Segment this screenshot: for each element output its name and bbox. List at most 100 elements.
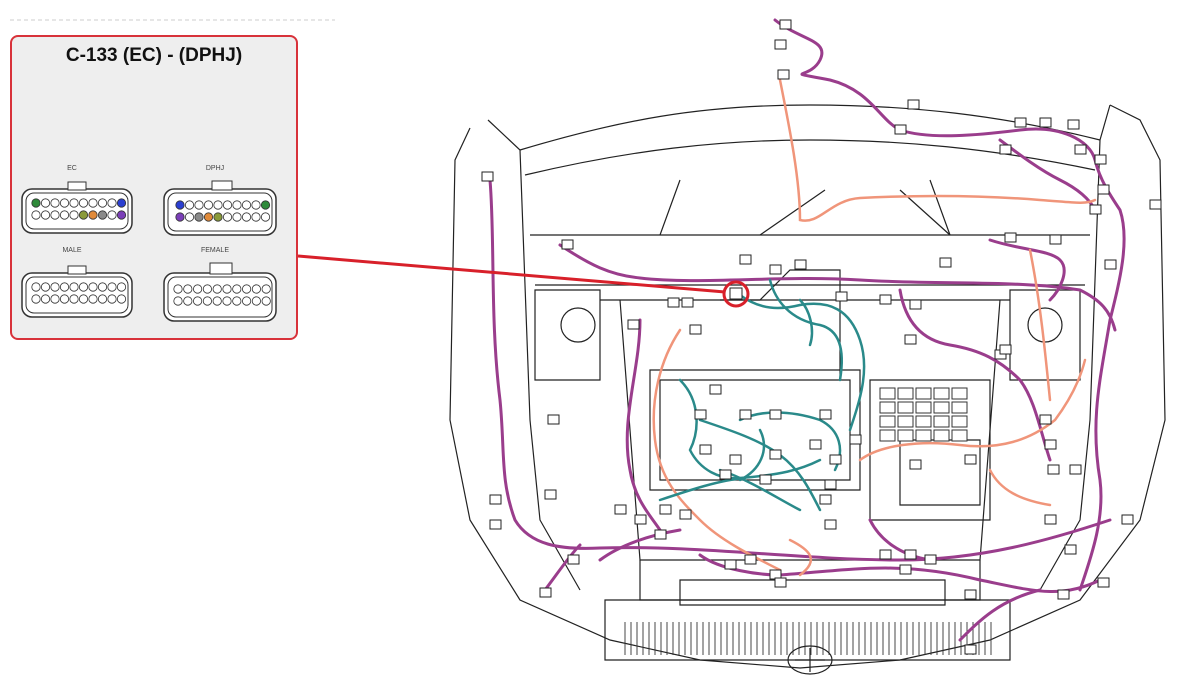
connector-pin [107,282,117,292]
harness-connector [694,409,707,420]
connector-pin [222,296,232,306]
harness-connector [1097,184,1110,195]
harness-connector [894,124,907,135]
fuse-cell [933,401,950,414]
harness-connector [1049,234,1062,245]
harness-connector [667,297,680,308]
harness-connector [769,264,782,275]
connector-pin [251,284,261,294]
harness-connector [1121,514,1134,525]
harness-connector [924,554,937,565]
harness-connector [659,504,672,515]
harness-connector [1074,144,1087,155]
harness-connector [879,294,892,305]
connector-pin [69,282,79,292]
highlighted-connector[interactable] [729,287,743,300]
harness-connector [627,319,640,330]
connector-pin [97,282,108,292]
harness-connector [819,409,832,420]
connector-pin [116,294,127,304]
harness-connector [1069,464,1082,475]
harness-connector [759,474,772,485]
harness-connector [489,519,502,530]
connector-pin [69,294,79,304]
connector-pin [173,284,183,294]
connector-pin [202,284,212,294]
connector-pin [242,296,252,306]
connector-pin [261,296,271,306]
harness-connector [681,297,694,308]
connector-pin [40,198,51,208]
connector-pin [116,282,127,292]
connector-pin [194,212,204,222]
connector-pin [116,210,127,220]
connector-pin [78,198,89,208]
fuse-cell [879,401,896,414]
harness-connector [689,324,702,335]
highlighted-connector-circle[interactable] [722,280,750,308]
harness-connector [699,444,712,455]
connector-pin [59,198,70,208]
connector-pin [251,200,261,210]
connector-pin [31,282,41,292]
connector-pin [241,212,252,222]
connector-male-label: MALE [62,247,82,254]
harness-connector [774,577,787,588]
harness-connector [679,509,692,520]
connector-pin [40,210,51,220]
wire-harness-purple [488,18,1126,642]
callout-leader-line [297,254,726,294]
connector-pin [203,212,214,222]
connector-pin [50,282,60,292]
harness-connector [809,439,822,450]
harness-connector [824,479,837,490]
connector-pin [78,294,89,304]
harness-connector [1004,232,1017,243]
connector-pin [173,296,183,306]
harness-connector [999,344,1012,355]
fuse-cell [897,429,914,442]
connector-pin [78,282,89,292]
connector-pin [184,212,195,222]
connector-pin [232,200,242,210]
grille-emblem [787,645,833,675]
harness-connector [819,494,832,505]
harness-connector [1064,544,1077,555]
connector-pin [232,212,242,222]
connector-pin [183,284,193,294]
connector-male-face [21,265,133,318]
harness-connector [1097,577,1110,588]
harness-connector [1067,119,1080,130]
harness-connector [719,469,732,480]
wire-harness-salmon [652,78,1097,577]
connector-pin [175,212,185,222]
connector-ec-label: EC [67,165,77,172]
connector-pin [261,284,271,294]
harness-connector [489,494,502,505]
harness-connector [879,549,892,560]
connector-pin [107,294,117,304]
connector-pin [212,284,222,294]
harness-connector [939,257,952,268]
harness-connector [835,291,848,302]
connector-pin [69,198,79,208]
connector-pin [232,284,242,294]
connector-pin [260,200,271,210]
harness-connector [829,454,842,465]
connector-pin [213,200,223,210]
connector-pin [203,200,214,210]
connector-pin [69,210,79,220]
harness-connector [909,299,922,310]
harness-connector [904,549,917,560]
fuse-cell [879,387,896,400]
harness-connector [964,454,977,465]
connector-pin [260,212,271,222]
harness-connector [544,489,557,500]
harness-connector [774,39,787,50]
harness-connector [769,449,782,460]
harness-connector [904,334,917,345]
harness-connector [739,254,752,265]
vehicle-outline [449,104,1166,669]
connector-pin [88,282,98,292]
